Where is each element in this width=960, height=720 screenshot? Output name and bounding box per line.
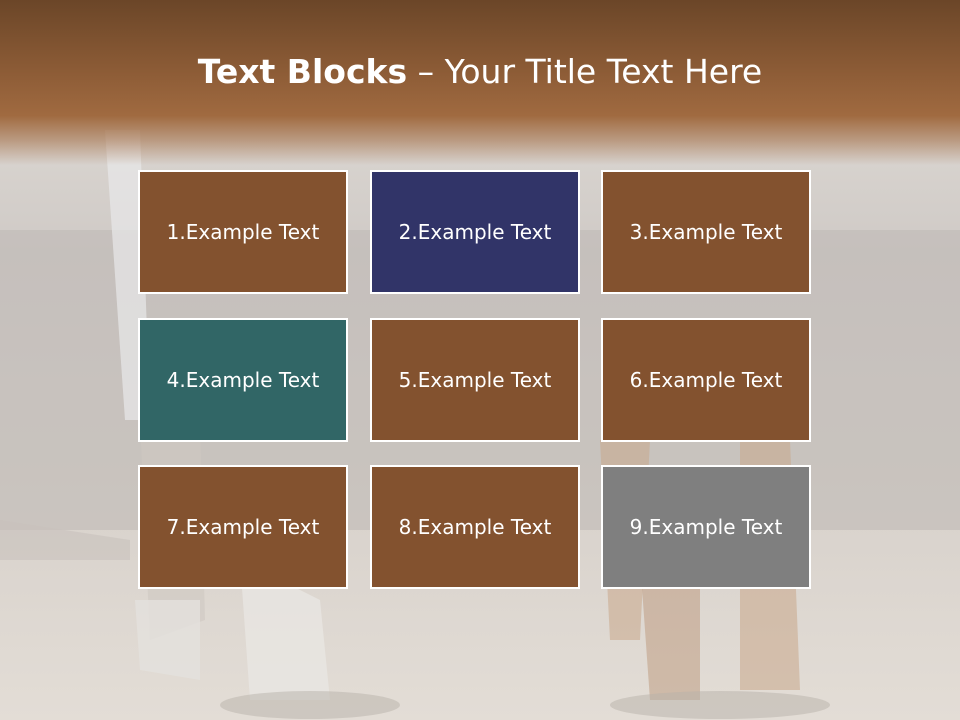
text-block-5[interactable]: 5.Example Text xyxy=(370,318,580,442)
text-block-label: 6.Example Text xyxy=(629,368,783,392)
text-block-2[interactable]: 2.Example Text xyxy=(370,170,580,294)
title-dash: – xyxy=(407,52,445,91)
text-block-4[interactable]: 4.Example Text xyxy=(138,318,348,442)
text-block-label: 2.Example Text xyxy=(398,220,552,244)
title-bold-part: Text Blocks xyxy=(197,52,408,91)
text-block-label: 5.Example Text xyxy=(398,368,552,392)
text-block-label: 9.Example Text xyxy=(629,515,783,539)
text-block-label: 1.Example Text xyxy=(166,220,320,244)
text-block-label: 7.Example Text xyxy=(166,515,320,539)
text-block-3[interactable]: 3.Example Text xyxy=(601,170,811,294)
text-block-6[interactable]: 6.Example Text xyxy=(601,318,811,442)
title-rest-part: Your Title Text Here xyxy=(444,52,763,91)
text-block-grid: 1.Example Text 2.Example Text 3.Example … xyxy=(138,170,816,594)
text-block-7[interactable]: 7.Example Text xyxy=(138,465,348,589)
title-band xyxy=(0,0,960,165)
text-block-1[interactable]: 1.Example Text xyxy=(138,170,348,294)
text-block-label: 8.Example Text xyxy=(398,515,552,539)
text-block-label: 4.Example Text xyxy=(166,368,320,392)
text-block-9[interactable]: 9.Example Text xyxy=(601,465,811,589)
text-block-label: 3.Example Text xyxy=(629,220,783,244)
slide-title: Text Blocks – Your Title Text Here xyxy=(0,52,960,91)
text-block-8[interactable]: 8.Example Text xyxy=(370,465,580,589)
